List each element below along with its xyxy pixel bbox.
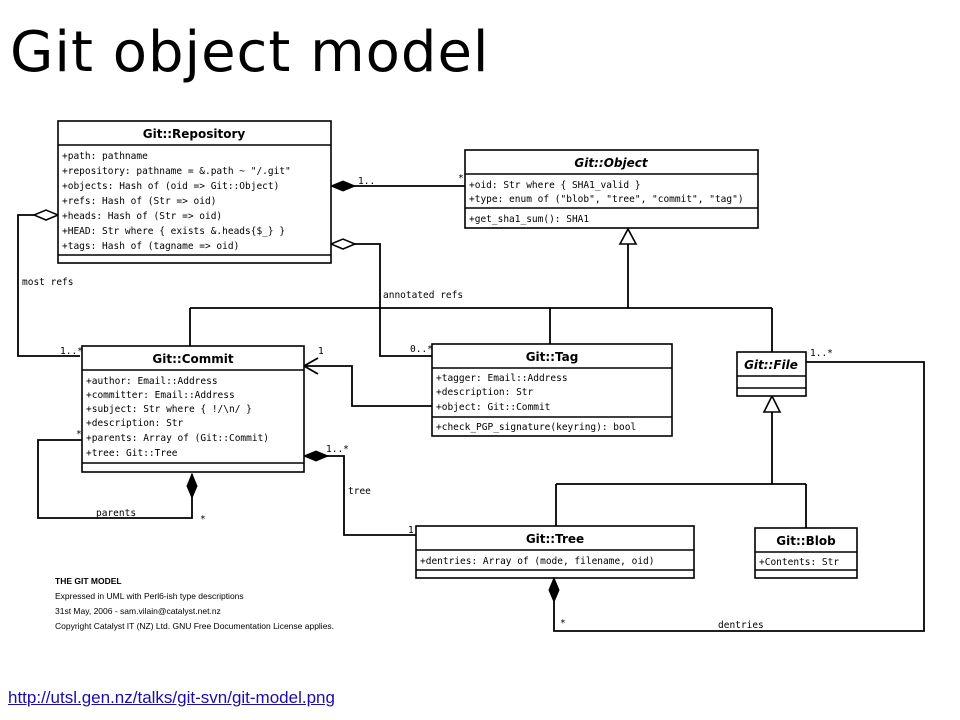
note-line: Copyright Catalyst IT (NZ) Ltd. GNU Free… xyxy=(55,621,334,631)
file-generalization-triangle xyxy=(762,394,782,413)
multiplicity-parents-left: * xyxy=(76,429,82,440)
class-name: Git::Tree xyxy=(526,532,584,546)
class-attribute: +heads: Hash of (Str => oid) xyxy=(62,211,222,222)
label-most-refs: most refs xyxy=(22,277,73,288)
class-attribute: +refs: Hash of (Str => oid) xyxy=(62,196,216,207)
class-attribute: +path: pathname xyxy=(62,151,148,162)
label-parents: parents xyxy=(96,508,136,519)
dentries-line xyxy=(553,361,925,632)
slide-title: Git object model xyxy=(10,20,490,85)
note-heading: THE GIT MODEL xyxy=(55,576,122,586)
class-method: +get_sha1_sum(): SHA1 xyxy=(469,214,589,225)
class-attribute: +tree: Git::Tree xyxy=(86,448,178,459)
multiplicity-dentries: * xyxy=(560,618,566,629)
multiplicity-tree: 1 xyxy=(408,525,414,536)
connectors xyxy=(17,180,925,632)
class-name: Git::Repository xyxy=(143,127,246,141)
annotated-refs-diamond xyxy=(329,238,357,250)
class-name: Git::Tag xyxy=(526,350,579,364)
multiplicity-commit-tag: 1 xyxy=(318,346,324,357)
label-tree: tree xyxy=(348,486,371,497)
multiplicity-tag: 0..* xyxy=(410,344,433,355)
class-attribute: +objects: Hash of (oid => Git::Object) xyxy=(62,181,279,192)
association-labels: most refs annotated refs parents tree de… xyxy=(22,173,833,631)
commit-tree-diamond xyxy=(302,450,330,462)
class-attribute: +Contents: Str xyxy=(759,557,839,568)
class-repository: Git::Repository +path: pathname +reposit… xyxy=(57,120,332,264)
note-line: 31st May, 2006 - sam.vilain@catalyst.net… xyxy=(55,606,221,616)
class-attribute: +author: Email::Address xyxy=(86,376,218,387)
class-attribute: +object: Git::Commit xyxy=(436,402,550,413)
repo-object-diamond xyxy=(329,180,357,192)
class-commit: Git::Commit +author: Email::Address +com… xyxy=(81,345,305,473)
class-tag: Git::Tag +tagger: Email::Address +descri… xyxy=(431,343,673,437)
class-name: Git::Object xyxy=(574,156,648,170)
multiplicity-parents-bottom: * xyxy=(200,514,206,525)
tag-commit-line xyxy=(304,365,432,407)
note-line: Expressed in UML with Perl6-ish type des… xyxy=(55,591,244,601)
class-attribute: +repository: pathname = &.path ~ "/.git" xyxy=(62,166,291,177)
multiplicity-file: 1..* xyxy=(810,348,833,359)
most-refs-diamond xyxy=(32,209,60,221)
class-name: Git::File xyxy=(744,358,798,372)
class-attribute: +tagger: Email::Address xyxy=(436,373,568,384)
class-attribute: +type: enum of ("blob", "tree", "commit"… xyxy=(469,194,744,205)
class-attribute: +description: Str xyxy=(436,387,534,398)
label-dentries: dentries xyxy=(718,620,764,631)
multiplicity-commit-most-refs: 1..* xyxy=(60,346,83,357)
multiplicity-repo: 1.. xyxy=(358,176,375,187)
parents-diamond xyxy=(186,472,198,500)
parents-line xyxy=(37,439,193,519)
class-blob: Git::Blob +Contents: Str xyxy=(754,527,858,579)
class-attribute: +tags: Hash of (tagname => oid) xyxy=(62,241,239,252)
multiplicity-tree-commit: 1..* xyxy=(326,444,349,455)
dentries-diamond xyxy=(548,576,560,604)
class-tree: Git::Tree +dentries: Array of (mode, fil… xyxy=(415,525,695,579)
class-object: Git::Object +oid: Str where { SHA1_valid… xyxy=(464,149,759,229)
class-file: Git::File xyxy=(736,351,807,397)
label-annotated-refs: annotated refs xyxy=(383,290,463,301)
class-attribute: +HEAD: Str where { exists &.heads{$_} } xyxy=(62,226,285,237)
class-attribute: +subject: Str where { !/\n/ } xyxy=(86,404,252,415)
class-attribute: +parents: Array of (Git::Commit) xyxy=(86,433,269,444)
multiplicity-object: * xyxy=(458,173,464,184)
class-method: +check_PGP_signature(keyring): bool xyxy=(436,422,636,433)
object-generalization-triangle xyxy=(618,227,638,245)
class-attribute: +committer: Email::Address xyxy=(86,390,235,401)
class-attribute: +description: Str xyxy=(86,418,184,429)
class-name: Git::Blob xyxy=(776,534,836,548)
class-attribute: +dentries: Array of (mode, filename, oid… xyxy=(420,556,655,567)
class-attribute: +oid: Str where { SHA1_valid } xyxy=(469,180,641,191)
source-link[interactable]: http://utsl.gen.nz/talks/git-svn/git-mod… xyxy=(8,688,335,707)
class-name: Git::Commit xyxy=(152,352,233,366)
model-note: THE GIT MODEL Expressed in UML with Perl… xyxy=(55,576,334,631)
